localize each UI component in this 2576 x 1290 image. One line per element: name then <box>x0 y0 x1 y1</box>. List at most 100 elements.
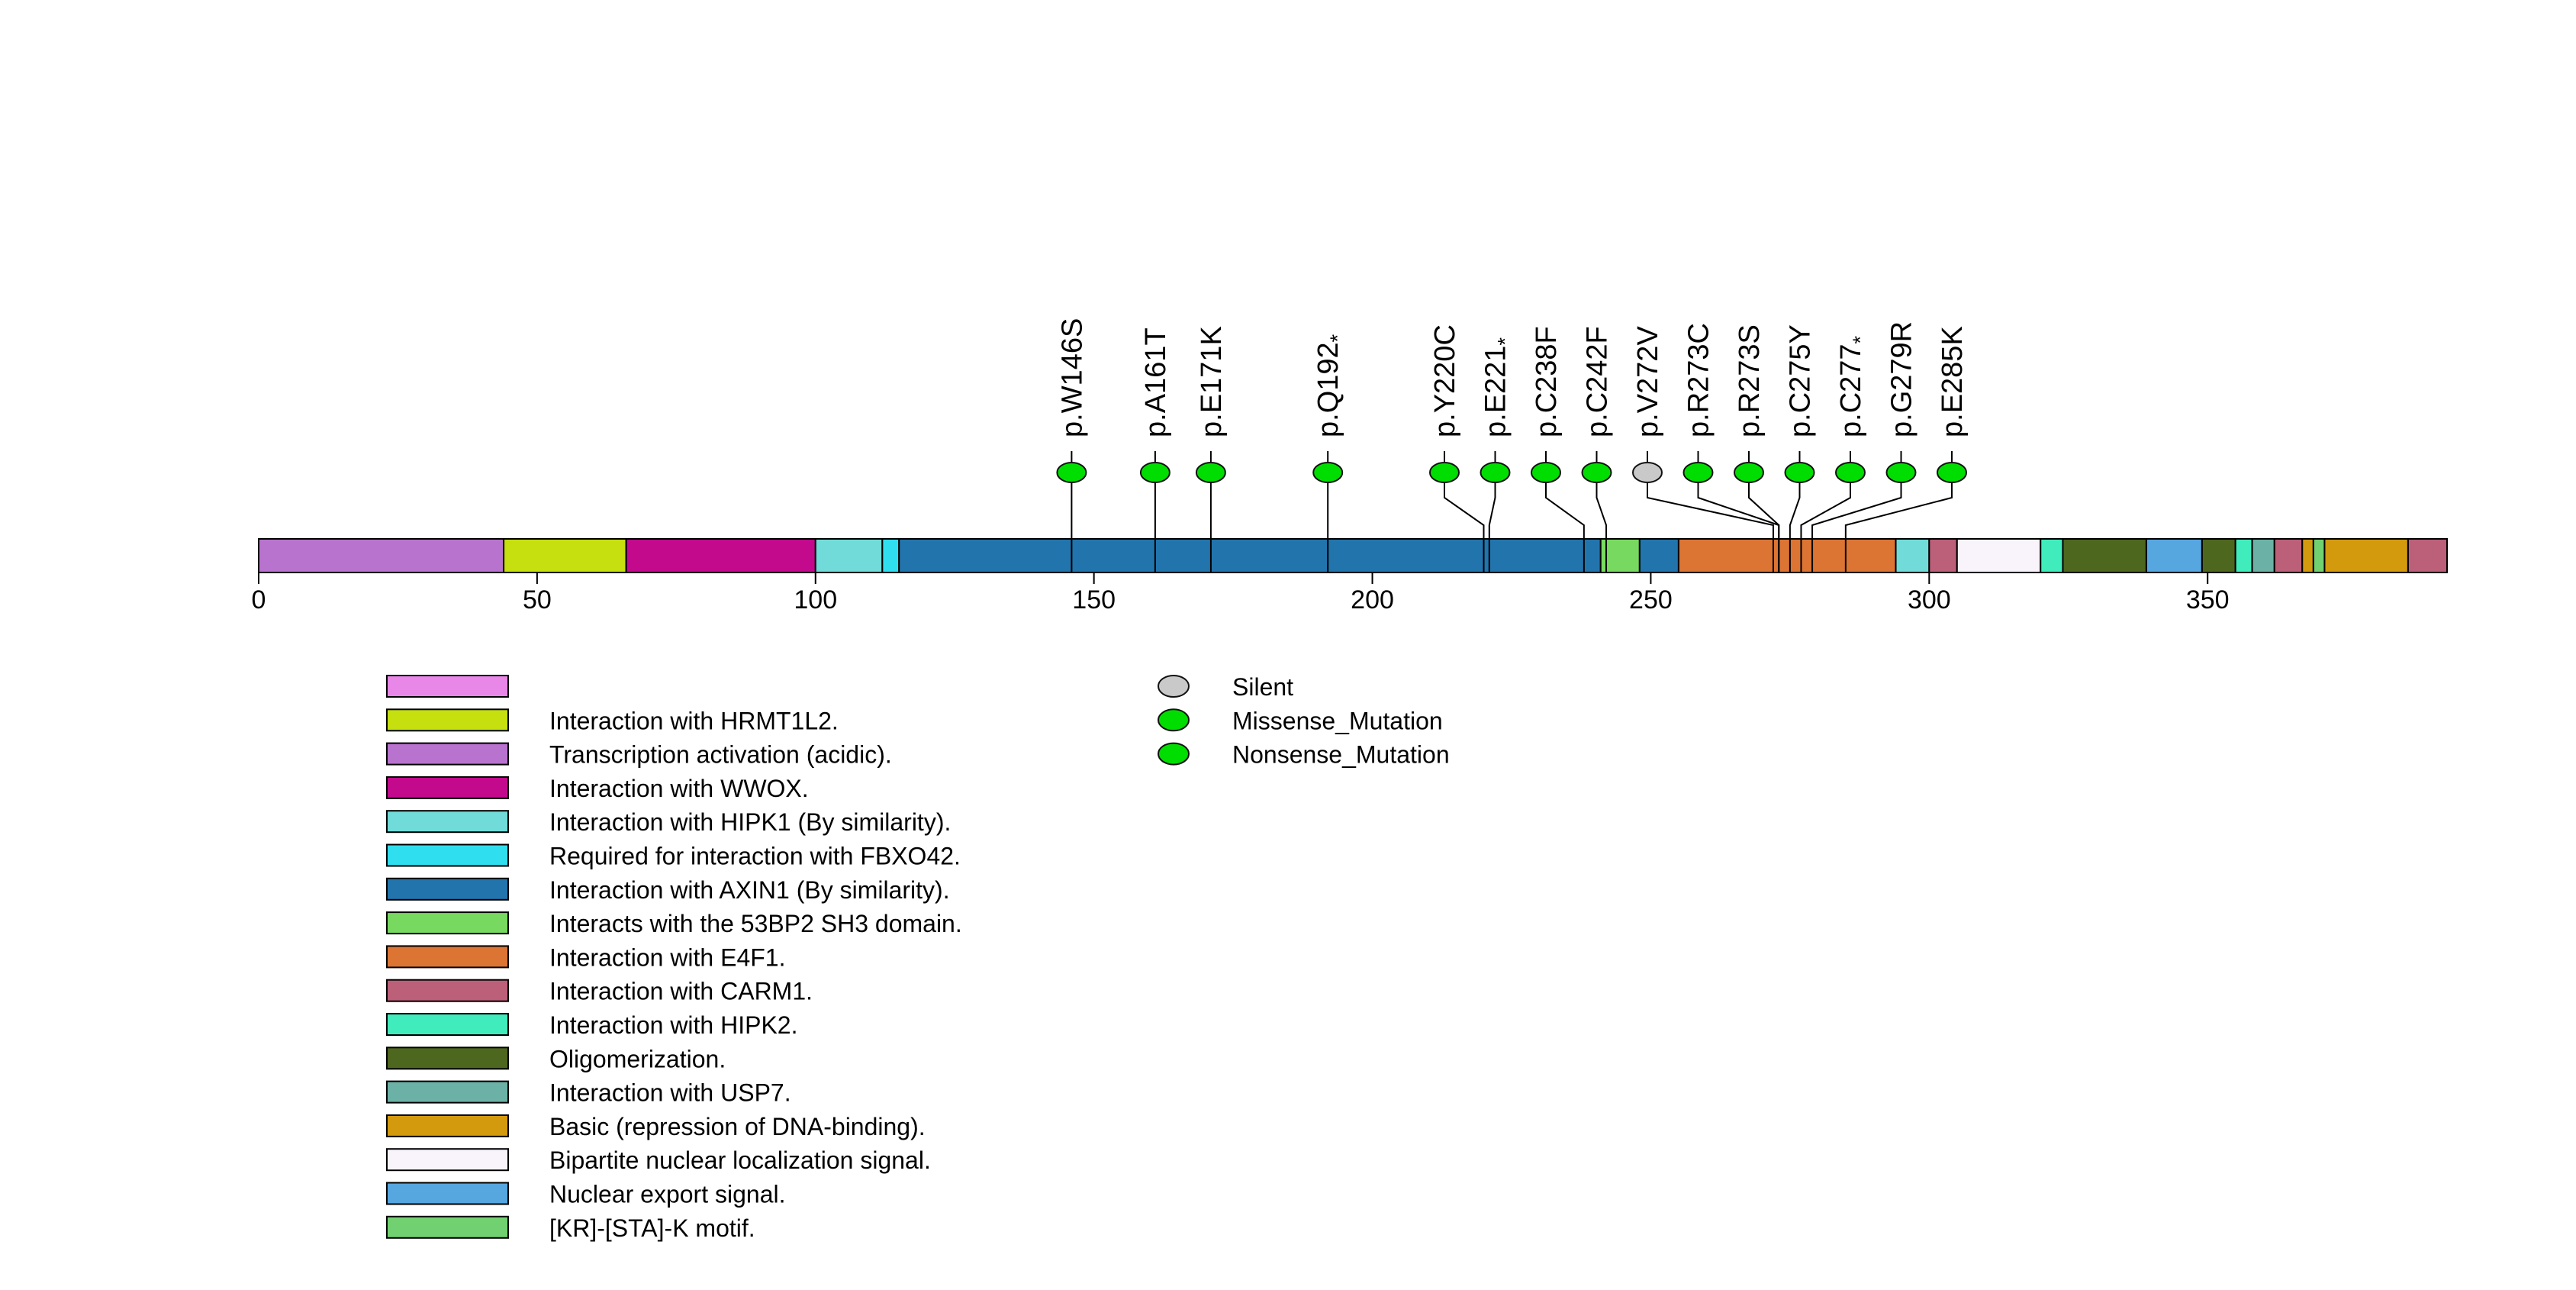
domain-legend-swatch <box>386 843 509 867</box>
mutation-type-label: Silent <box>1232 673 1293 701</box>
domain-legend-label: Interaction with HIPK1 (By similarity). <box>549 808 951 836</box>
domain-segment <box>2312 538 2326 573</box>
mutation-label: p.C242F <box>1582 326 1614 437</box>
domain-segment <box>1928 538 1958 573</box>
mutation-label: p.C277* <box>1835 335 1872 437</box>
domain-segment <box>2234 538 2253 573</box>
domain-segment <box>2062 538 2147 573</box>
mutation-stem <box>1844 482 1953 572</box>
mutation-label: p.R273S <box>1734 324 1766 437</box>
mutation-label: p.E285K <box>1937 326 1969 437</box>
mutation-stem <box>1748 482 1780 572</box>
domain-segment <box>1599 538 1641 573</box>
domain-segment <box>503 538 627 573</box>
domain-segment <box>814 538 884 573</box>
axis-tick-label: 50 <box>523 585 552 614</box>
domain-segment <box>2145 538 2203 573</box>
mutation-circle <box>1139 462 1170 483</box>
lollipop-stems <box>1071 451 1953 572</box>
mutation-stem <box>1800 482 1851 572</box>
mutation-circle <box>1581 462 1612 483</box>
domain-legend-label: Oligomerization. <box>549 1045 726 1072</box>
domain-legend-swatch <box>386 979 509 1002</box>
domain-legend-label: Nuclear export signal. <box>549 1181 785 1208</box>
domain-legend-swatch <box>386 945 509 969</box>
domain-segment <box>625 538 816 573</box>
mutation-circle <box>1937 462 1967 483</box>
mutation-circle <box>1531 462 1561 483</box>
mutation-circle <box>1429 462 1460 483</box>
mutation-label: p.G279R <box>1886 321 1918 437</box>
mutation-label: p.E221* <box>1480 337 1517 437</box>
mutation-circle <box>1784 462 1815 483</box>
axis-tick-label: 150 <box>1072 585 1116 614</box>
axis-tick-label: 250 <box>1629 585 1673 614</box>
mutation-type-swatch <box>1158 708 1190 732</box>
mutation-label: p.R273C <box>1683 323 1715 437</box>
mutation-stem <box>1545 482 1585 572</box>
domain-legend-label: Interaction with CARM1. <box>549 978 813 1005</box>
domain-segment <box>881 538 900 573</box>
domain-legend-label: Interaction with HIPK2. <box>549 1011 797 1039</box>
axis-tick-label: 350 <box>2186 585 2230 614</box>
domain-segment <box>2273 538 2304 573</box>
domain-segment <box>2040 538 2064 573</box>
domain-legend-label: Interaction with HRMT1L2. <box>549 707 839 734</box>
lollipop-circles <box>1056 462 1967 483</box>
domain-legend-swatch <box>386 911 509 935</box>
mutation-type-label: Missense_Mutation <box>1232 707 1443 734</box>
axis-tick-label: 300 <box>1908 585 1951 614</box>
domain-segment <box>1895 538 1930 573</box>
domain-segment <box>2323 538 2409 573</box>
domain-legend-swatch <box>386 1080 509 1104</box>
domain-segment <box>1956 538 2042 573</box>
mutation-stem <box>1488 482 1496 572</box>
domain-segment <box>2407 538 2448 573</box>
domain-legend-swatch <box>386 877 509 901</box>
domain-segment <box>258 538 505 573</box>
mutation-label: p.C238F <box>1531 326 1563 437</box>
domain-legend-label: Interaction with E4F1. <box>549 943 785 971</box>
mutation-stem <box>1647 482 1774 572</box>
mutation-stem <box>1596 482 1608 572</box>
mutation-type-swatch <box>1158 742 1190 766</box>
domain-legend-label: Interacts with the 53BP2 SH3 domain. <box>549 910 962 937</box>
mutation-circle <box>1056 462 1087 483</box>
domain-legend-swatch <box>386 776 509 799</box>
mutation-stem <box>1789 482 1801 572</box>
protein-domain-bar <box>258 538 2448 573</box>
domain-legend-swatch <box>386 1047 509 1070</box>
domain-legend-swatch <box>386 1114 509 1137</box>
mutation-stem <box>1444 482 1485 572</box>
domain-legend-swatch <box>386 1148 509 1172</box>
mutation-circle <box>1480 462 1511 483</box>
mutation-label: p.E171K <box>1196 326 1228 437</box>
mutation-circle <box>1885 462 1917 483</box>
domain-segment <box>2251 538 2275 573</box>
mutation-label: p.Y220C <box>1429 324 1461 437</box>
mutation-label: p.Q192* <box>1312 334 1349 437</box>
domain-legend-label: Basic (repression of DNA-binding). <box>549 1113 926 1140</box>
domain-legend-swatch <box>386 708 509 732</box>
domain-segment <box>2301 538 2314 573</box>
mutation-circle <box>1632 462 1663 483</box>
mutation-type-label: Nonsense_Mutation <box>1232 741 1450 769</box>
mutation-type-swatch <box>1158 675 1190 698</box>
domain-legend-label: Interaction with WWOX. <box>549 775 809 802</box>
domain-legend-swatch <box>386 810 509 834</box>
mutation-circle <box>1195 462 1226 483</box>
domain-legend-label: Bipartite nuclear localization signal. <box>549 1146 931 1174</box>
mutation-label: p.V272V <box>1632 326 1664 437</box>
mutation-circle <box>1734 462 1764 483</box>
axis-tick-label: 200 <box>1351 585 1394 614</box>
domain-segment <box>1677 538 1897 573</box>
domain-legend-label: [KR]-[STA]-K motif. <box>549 1214 755 1242</box>
axis-tick-label: 0 <box>252 585 266 614</box>
mutation-label: p.W146S <box>1056 318 1088 437</box>
mutation-label: p.C275Y <box>1785 324 1817 437</box>
domain-legend-label: Required for interaction with FBXO42. <box>549 843 961 870</box>
domain-legend-swatch <box>386 675 509 698</box>
